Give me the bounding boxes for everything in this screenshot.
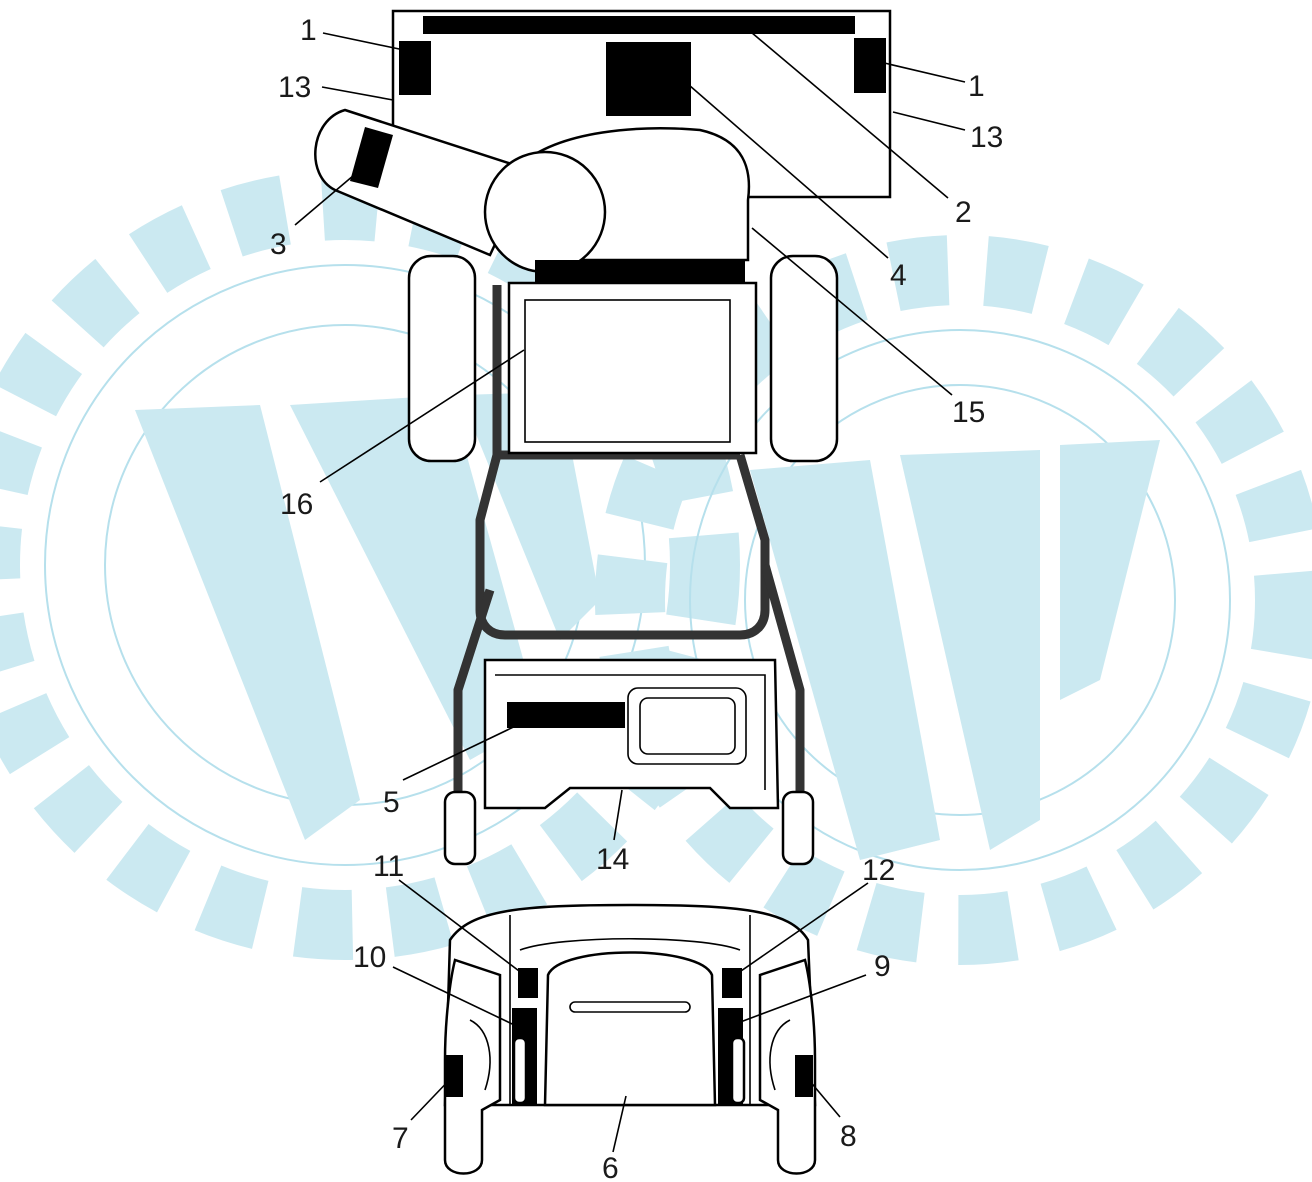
front-wheel-right [781, 790, 815, 866]
callout-4: 4 [890, 259, 907, 292]
callout-3: 3 [270, 228, 287, 261]
callout-9: 9 [874, 950, 891, 983]
decal-3 [350, 127, 393, 188]
callout-16: 16 [280, 488, 313, 521]
callout-labels: 1 1 13 13 2 3 4 15 16 5 14 11 12 10 9 7 … [270, 14, 1003, 1182]
decal-11 [518, 968, 538, 998]
machine-front-view [443, 903, 817, 1175]
frame-band [535, 260, 745, 282]
gear-w-watermark-icon [0, 170, 1312, 965]
leader-lines [294, 26, 966, 1153]
callout-13-left: 13 [278, 71, 311, 104]
decal-2 [423, 16, 855, 34]
callout-1-right: 1 [968, 70, 985, 103]
headlight-bar [569, 1001, 691, 1013]
control-panel [627, 687, 747, 765]
front-grille [543, 951, 717, 1107]
callout-1-left: 1 [300, 14, 317, 47]
decal-4 [606, 42, 691, 116]
side-pod-right [769, 254, 839, 463]
watermark-gear-right [595, 235, 1312, 965]
fuel-tank [314, 108, 607, 274]
rops-left-tube [453, 588, 495, 795]
callout-8: 8 [840, 1120, 857, 1153]
callout-6: 6 [602, 1152, 619, 1182]
decal-8 [795, 1055, 813, 1097]
callout-15: 15 [952, 396, 985, 429]
callout-12: 12 [862, 854, 895, 887]
decal-1-left [399, 41, 431, 95]
seat-inner [524, 299, 731, 443]
callout-11: 11 [373, 850, 404, 883]
callout-13-right: 13 [970, 121, 1003, 154]
front-console [483, 658, 780, 810]
callout-2: 2 [955, 196, 972, 229]
callout-14: 14 [596, 843, 629, 876]
machine-top-view [314, 9, 892, 866]
rops-right-tube [760, 563, 805, 795]
callout-5: 5 [383, 786, 400, 819]
callout-10: 10 [353, 941, 386, 974]
seat [507, 281, 758, 455]
side-pod-left [407, 254, 477, 463]
decal-12 [722, 968, 742, 998]
tire-right [758, 958, 817, 1175]
front-wheel-left [443, 790, 477, 866]
decal-1-right [854, 38, 886, 93]
tire-left [443, 958, 502, 1175]
callout-7: 7 [392, 1122, 409, 1155]
decal-5 [507, 702, 625, 728]
